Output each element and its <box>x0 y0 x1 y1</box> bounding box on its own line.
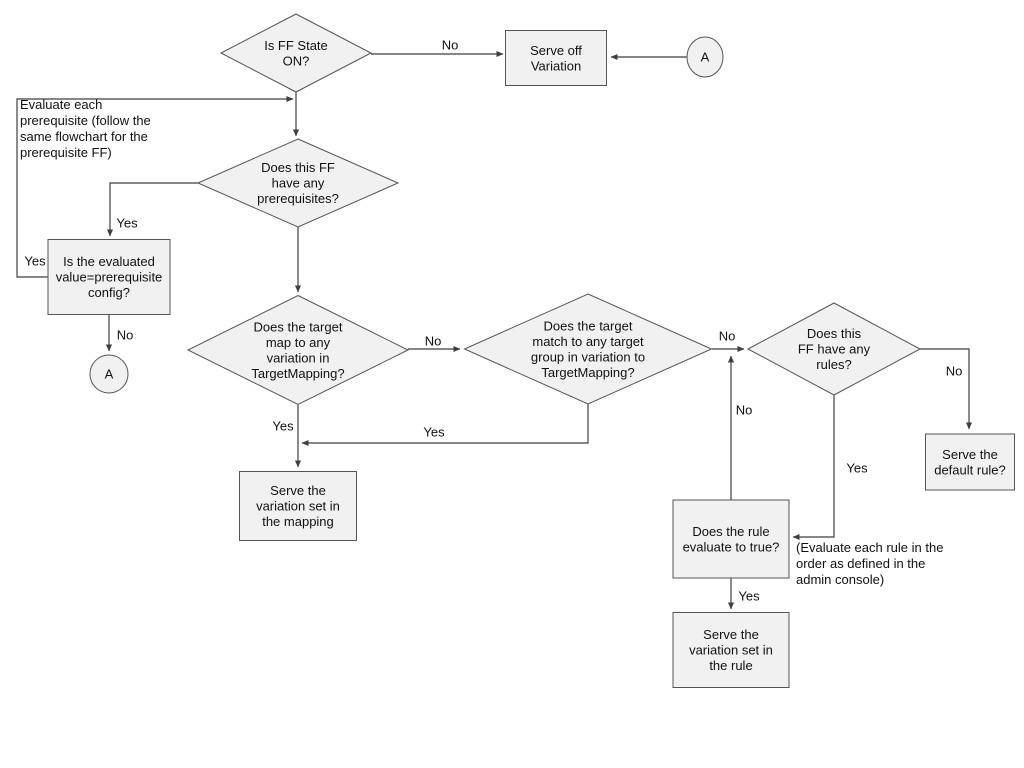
edge-label-ff-on-no: No <box>442 38 459 53</box>
edge-label-prereq-config-yes-return: Yes <box>24 254 46 269</box>
connector-a-top <box>686 36 724 78</box>
edge-label-rules-yes: Yes <box>846 461 868 476</box>
process-serve-off-variation <box>505 30 607 86</box>
edge-label-targetmap-yes: Yes <box>272 419 294 434</box>
connector-a-top-label: A <box>701 50 710 65</box>
decision-rule-evaluates-true <box>672 499 790 579</box>
process-serve-mapping-variation <box>239 471 357 541</box>
edge-label-prereq-config-no: No <box>117 328 134 343</box>
edge-label-targetmatch-no: No <box>719 329 736 344</box>
edge-targetmatch-yes <box>301 404 589 447</box>
decision-has-prerequisites <box>196 138 400 228</box>
decision-is-ff-state-on <box>219 13 373 93</box>
edge-label-rule-yes: Yes <box>738 589 760 604</box>
connector-a-bottom <box>89 354 129 394</box>
edge-label-targetmatch-yes: Yes <box>423 425 445 440</box>
edge-label-rules-no: No <box>946 364 963 379</box>
edge-label-prerequisites-yes: Yes <box>116 216 138 231</box>
decision-has-rules <box>746 302 922 396</box>
edge-rules-yes <box>792 395 835 541</box>
edges-layer <box>16 50 973 610</box>
process-serve-rule-variation <box>672 612 790 688</box>
edge-rules-no <box>920 348 973 430</box>
edge-label-targetmap-no: No <box>425 334 442 349</box>
edge-prereq-config-yes-return <box>16 95 294 278</box>
connector-a-bottom-label: A <box>105 367 114 382</box>
process-evaluated-value-check <box>47 239 171 315</box>
process-serve-default-rule <box>925 433 1015 491</box>
decision-target-map-variation <box>186 294 410 406</box>
edge-label-rule-no-return: No <box>736 403 753 418</box>
edge-prerequisites-yes <box>106 182 199 237</box>
decision-target-match-group <box>463 293 713 405</box>
